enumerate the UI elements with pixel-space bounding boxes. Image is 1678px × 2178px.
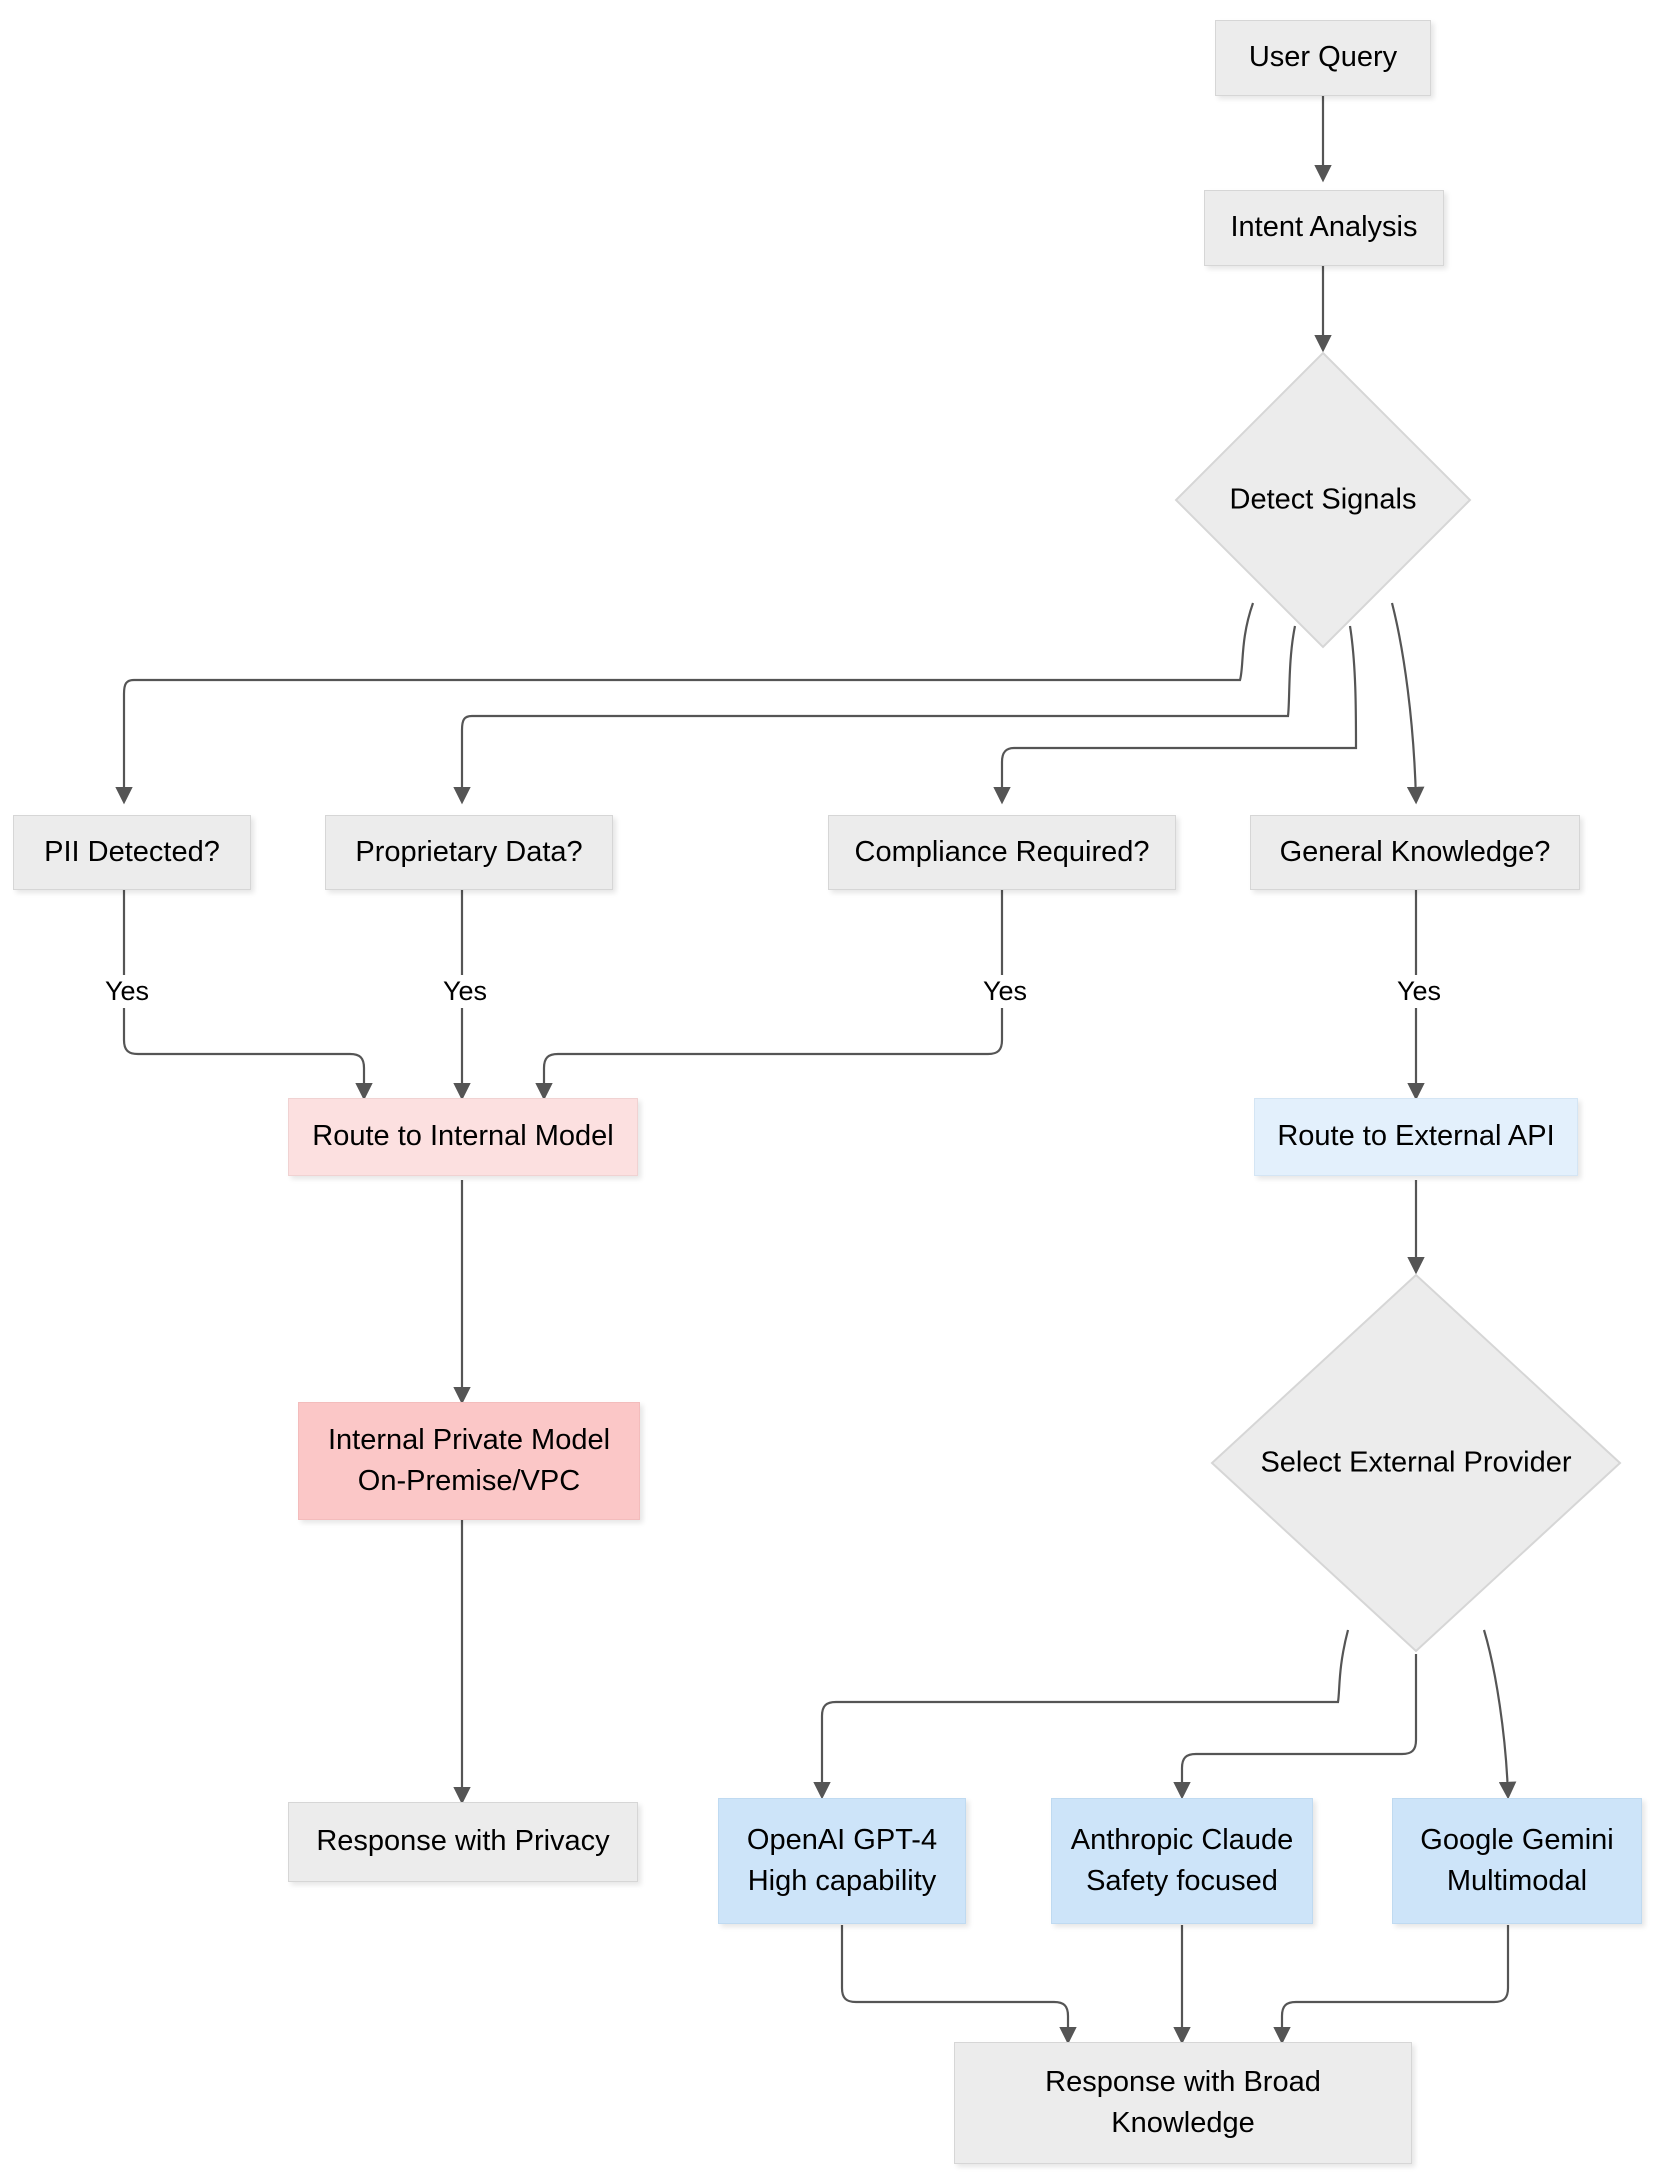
node-openai-gpt4-line2: High capability — [747, 1865, 937, 1897]
node-response-with-broad-knowledge[interactable]: Response with Broad Knowledge — [954, 2042, 1412, 2164]
node-pii-detected[interactable]: PII Detected? — [13, 815, 251, 890]
edge-openai-to-response-broad — [840, 1925, 1077, 2045]
node-pii-detected-label: PII Detected? — [44, 835, 220, 868]
edge-compliance-to-route-internal — [535, 890, 1004, 1101]
node-anthropic-claude[interactable]: Anthropic Claude Safety focused — [1051, 1798, 1313, 1924]
node-response-privacy-label: Response with Privacy — [316, 1825, 610, 1858]
edge-gemini-to-response-broad — [1273, 1925, 1510, 2045]
node-route-to-external-api[interactable]: Route to External API — [1254, 1098, 1578, 1176]
edge-select-to-openai — [813, 1629, 1350, 1800]
node-proprietary-data[interactable]: Proprietary Data? — [325, 815, 613, 890]
node-internal-private-model-line1: Internal Private Model — [327, 1423, 611, 1456]
node-detect-signals-label: Detect Signals — [1229, 483, 1417, 516]
node-compliance-required-label: Compliance Required? — [854, 835, 1150, 868]
node-compliance-required[interactable]: Compliance Required? — [828, 815, 1176, 890]
edge-label-proprietary-yes: Yes — [438, 975, 493, 1008]
node-select-external-provider-label: Select External Provider — [1260, 1446, 1572, 1479]
node-route-external-label: Route to External API — [1277, 1120, 1555, 1153]
node-response-broad-line1: Response with Broad — [1045, 2065, 1321, 2098]
node-openai-gpt4-line1: OpenAI GPT-4 — [746, 1823, 938, 1856]
edge-select-to-gemini — [1482, 1629, 1517, 1800]
edge-detect-to-compliance — [993, 625, 1358, 805]
node-detect-signals[interactable]: Detect Signals — [1173, 350, 1473, 650]
node-user-query[interactable]: User Query — [1215, 20, 1431, 96]
node-route-internal-label: Route to Internal Model — [312, 1120, 614, 1153]
node-general-knowledge[interactable]: General Knowledge? — [1250, 815, 1580, 890]
node-google-gemini-line1: Google Gemini — [1420, 1823, 1614, 1856]
node-intent-analysis-label: Intent Analysis — [1230, 211, 1418, 244]
node-intent-analysis[interactable]: Intent Analysis — [1204, 190, 1444, 266]
node-select-external-provider[interactable]: Select External Provider — [1209, 1272, 1623, 1654]
node-google-gemini[interactable]: Google Gemini Multimodal — [1392, 1798, 1642, 1924]
node-proprietary-data-label: Proprietary Data? — [355, 835, 583, 868]
node-anthropic-claude-line2: Safety focused — [1086, 1865, 1278, 1897]
node-response-broad-line2: Knowledge — [1111, 2107, 1255, 2139]
edge-select-to-anthropic — [1173, 1654, 1418, 1800]
node-internal-private-model[interactable]: Internal Private Model On-Premise/VPC — [298, 1402, 640, 1520]
edge-detect-to-pii — [115, 602, 1255, 805]
node-internal-private-model-line2: On-Premise/VPC — [357, 1465, 581, 1497]
edge-label-general-yes: Yes — [1392, 975, 1447, 1008]
node-general-knowledge-label: General Knowledge? — [1279, 835, 1551, 868]
node-route-to-internal-model[interactable]: Route to Internal Model — [288, 1098, 638, 1176]
edge-detect-to-proprietary — [453, 625, 1297, 805]
select-provider-diamond-shape — [1210, 1273, 1622, 1653]
node-openai-gpt4[interactable]: OpenAI GPT-4 High capability — [718, 1798, 966, 1924]
node-response-with-privacy[interactable]: Response with Privacy — [288, 1802, 638, 1882]
edge-label-pii-yes: Yes — [100, 975, 155, 1008]
node-anthropic-claude-line1: Anthropic Claude — [1070, 1823, 1294, 1856]
edge-label-compliance-yes: Yes — [978, 975, 1033, 1008]
edge-pii-to-route-internal — [122, 890, 373, 1101]
node-google-gemini-line2: Multimodal — [1446, 1865, 1588, 1897]
node-user-query-label: User Query — [1248, 41, 1398, 74]
